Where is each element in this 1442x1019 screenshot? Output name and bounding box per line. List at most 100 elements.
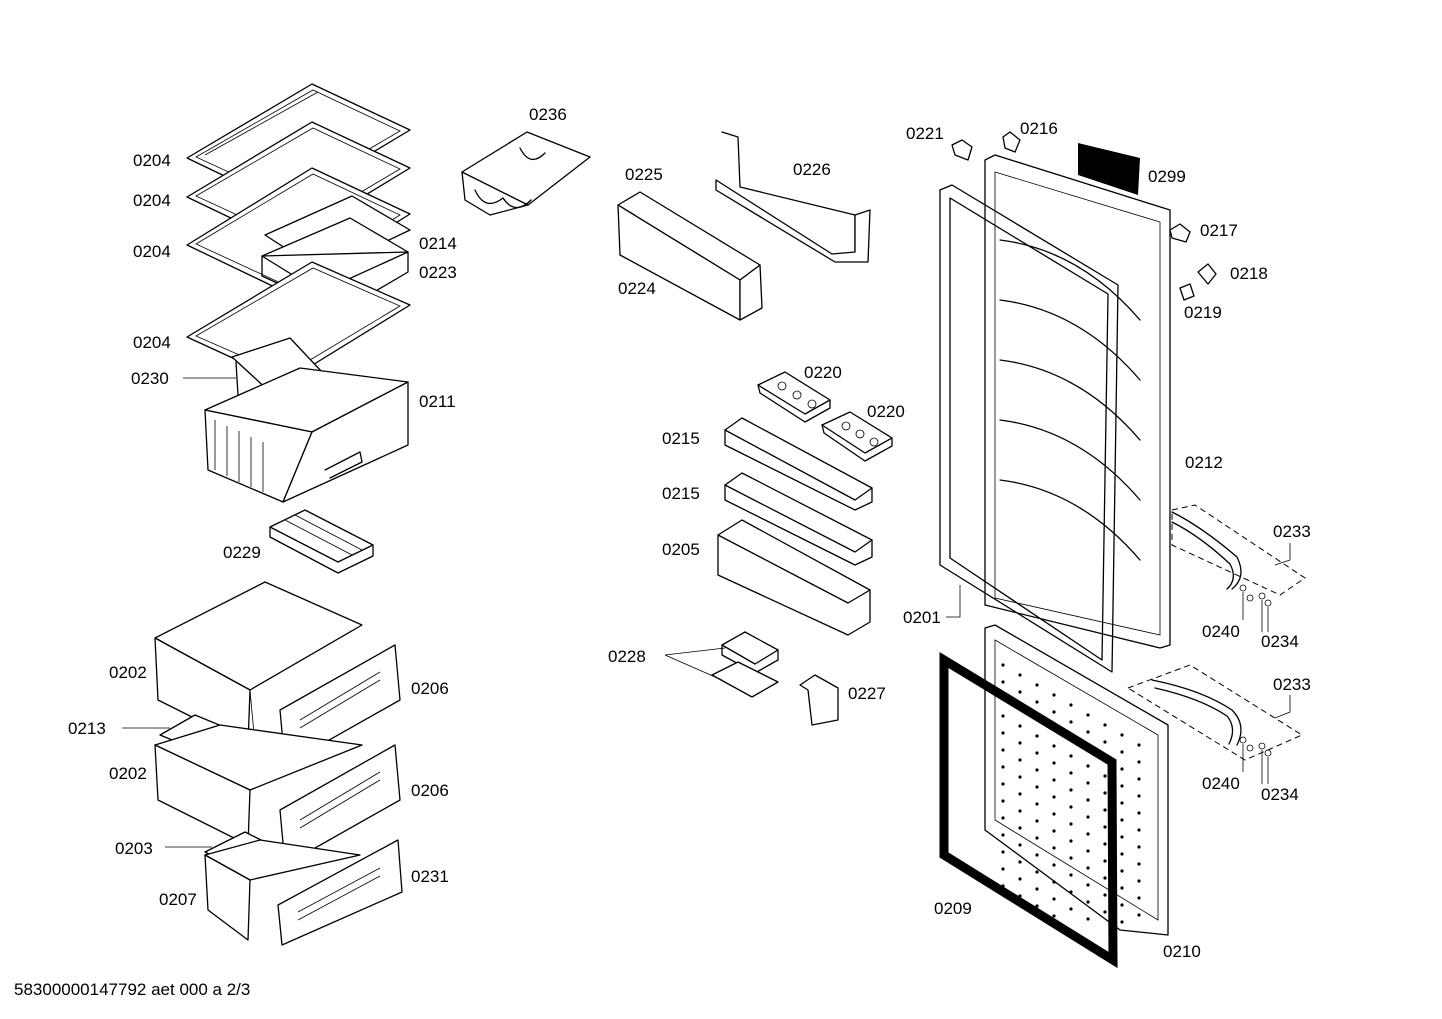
door-dot [1086,713,1090,717]
door-dot [1120,733,1124,737]
door-dot [1103,842,1107,846]
label-0215-a: 0215 [662,429,700,448]
door-dot [1001,731,1005,735]
label-0215-b: 0215 [662,484,700,503]
door-dot [1103,808,1107,812]
freezer-door-0210 [984,624,1169,936]
label-0217: 0217 [1200,221,1238,240]
door-dot [1103,876,1107,880]
freezer-drawer-bottom [204,839,403,946]
label-0224: 0224 [618,279,656,298]
drawing-reference: 58300000147792 aet 000 a 2/3 [14,980,251,999]
door-dot [1120,784,1124,788]
door-dot [1069,703,1073,707]
door-balcony-0215-lower [724,472,873,566]
door-dot [1001,680,1005,684]
label-0221: 0221 [906,124,944,143]
door-dot [1018,860,1022,864]
label-0233-b: 0233 [1273,675,1311,694]
label-0204-c: 0204 [133,242,171,261]
door-dot [1052,744,1056,748]
egg-tray-upper [757,371,831,423]
door-dot [1103,859,1107,863]
label-0210: 0210 [1163,942,1201,961]
label-0299 [1078,143,1140,195]
label-0211: 0211 [419,392,456,411]
door-dot [1018,724,1022,728]
door-dot [1137,811,1141,815]
label-0226: 0226 [793,160,831,179]
crisper-drawer-0211 [204,367,409,503]
label-0209: 0209 [934,899,972,918]
door-dot [1120,903,1124,907]
door-dot [1001,663,1005,667]
label-0228: 0228 [608,647,646,666]
door-dot [1086,781,1090,785]
door-dot [1086,917,1090,921]
door-dot [1103,910,1107,914]
door-dot [1086,866,1090,870]
door-dot [1120,835,1124,839]
part-labels: 0204 0204 0204 0204 0236 0225 0226 0224 … [68,105,1311,961]
label-0240-b: 0240 [1202,774,1240,793]
door-dot [1120,869,1124,873]
door-dot [1001,748,1005,752]
door-dot [1035,683,1039,687]
door-dot [1120,767,1124,771]
door-dot [1103,893,1107,897]
door-dot [1103,723,1107,727]
label-0203: 0203 [115,839,153,858]
freezer-drawer-top [154,581,401,766]
door-dot [1018,758,1022,762]
fridge-door-0212 [984,154,1171,649]
door-dot [1086,815,1090,819]
leader-lines [122,377,1291,848]
door-dot [1069,771,1073,775]
door-dot [1069,822,1073,826]
door-dot [1035,904,1039,908]
door-dot [1137,828,1141,832]
door-dot [1001,833,1005,837]
door-dot [1001,714,1005,718]
door-dot [1035,836,1039,840]
label-0212: 0212 [1185,453,1223,472]
door-dot [1137,794,1141,798]
door-dot [1052,846,1056,850]
butter-compartment-0226 [715,131,871,263]
hinge-cover-0221 [951,139,973,161]
door-dot [1001,765,1005,769]
door-dot [1103,774,1107,778]
label-0204-d: 0204 [133,333,171,352]
label-0231: 0231 [411,867,449,886]
door-dot [1035,870,1039,874]
label-0205: 0205 [662,540,700,559]
door-dot [1120,852,1124,856]
door-dot [1035,734,1039,738]
door-dot [1001,782,1005,786]
screws-lower [1239,736,1272,757]
door-dot [1069,873,1073,877]
label-0202-b: 0202 [109,764,147,783]
door-dot [1137,879,1141,883]
door-dot [1018,843,1022,847]
door-dot [1018,792,1022,796]
screws-upper [1239,584,1272,607]
handle-0233-lower [1126,664,1304,761]
door-dot [1018,775,1022,779]
label-0207: 0207 [159,890,197,909]
label-0213: 0213 [68,719,106,738]
handle-0233-upper [1171,504,1306,596]
hinge-part-0219 [1179,283,1195,301]
door-dot [1086,832,1090,836]
door-dot [1086,900,1090,904]
door-dot [1035,853,1039,857]
door-dot [1018,809,1022,813]
door-dot [1052,693,1056,697]
door-dot [1120,818,1124,822]
door-dot [1137,845,1141,849]
door-dot [1018,877,1022,881]
door-dot [1035,802,1039,806]
label-0299: 0299 [1148,167,1186,186]
door-dot [1103,825,1107,829]
